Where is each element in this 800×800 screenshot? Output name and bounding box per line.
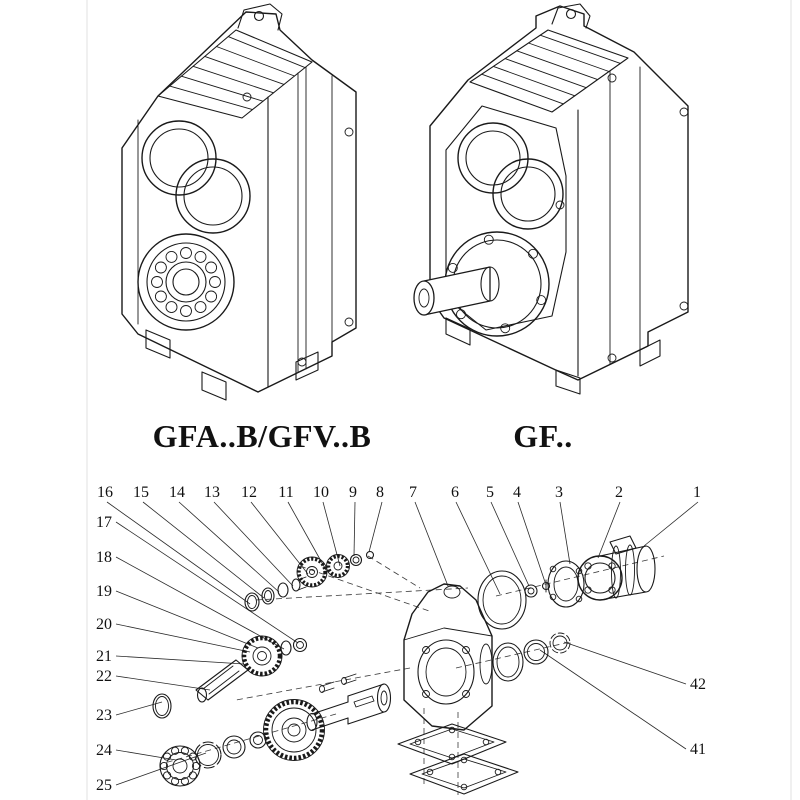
callout-23: 23 [96,707,112,724]
gearbox-gfab-drawing [121,3,357,401]
callout-10: 10 [313,484,329,501]
callout-15: 15 [133,484,149,501]
callout-4: 4 [513,484,521,501]
motor-adapter-flange [547,560,585,608]
model-label-gf: GF.. [513,418,573,454]
callout-2: 2 [615,484,623,501]
callout-3: 3 [555,484,563,501]
callout-17: 17 [96,514,112,531]
output-gear [263,699,325,761]
callout-21: 21 [96,648,112,665]
housing-bolt [297,357,307,367]
retaining-ring [152,693,172,719]
callout-25: 25 [96,777,112,794]
housing-bolt [679,301,689,311]
output-shaft-exploded [306,683,392,732]
snap-ring [194,741,222,769]
intermediate-gear-set [241,635,308,677]
oil-plug [253,10,265,22]
cooling-fins [481,34,621,105]
oil-plug-boss [237,3,283,31]
output-washers [222,731,267,759]
output-bearing [137,233,235,331]
callout-13: 13 [204,484,220,501]
small-pins [319,673,357,693]
leader-lines [106,501,699,786]
callout-7: 7 [409,484,417,501]
callouts-top-row: 16 15 14 13 12 11 10 9 8 7 6 5 4 3 2 1 [97,484,701,501]
callout-20: 20 [96,616,112,633]
housing-bolt [242,92,252,102]
housing-bolt [607,73,617,83]
oil-plug [565,8,577,20]
exploded-housing [403,583,493,731]
output-seal-rings [492,632,571,682]
mounting-feet [145,329,319,401]
motor [577,535,656,601]
keyway [353,695,375,708]
model-label-gfab: GFA..B/GFV..B [153,418,372,454]
input-washer-set [244,576,307,612]
output-bearing-exploded [159,745,201,787]
mounting-feet [445,317,661,395]
callout-1: 1 [693,484,701,501]
housing-bolt [344,317,354,327]
housing-bolt [344,127,354,137]
cooling-fins [169,36,306,111]
bore-bosses [141,120,251,234]
terminal-box [609,535,637,555]
callouts-right-column: 42 41 [690,676,706,758]
assembly-axis-lines [167,555,665,795]
callout-12: 12 [241,484,257,501]
callout-18: 18 [96,549,112,566]
housing-bolt [607,353,617,363]
input-gear-set [296,550,375,588]
cover-plates [397,723,519,795]
callout-24: 24 [96,742,112,759]
callout-41: 41 [690,741,706,758]
gearbox-gf-drawing [413,3,689,395]
callouts-left-column: 17 18 19 20 21 22 23 24 25 [96,514,112,794]
callout-9: 9 [349,484,357,501]
callout-22: 22 [96,668,112,685]
callout-8: 8 [376,484,384,501]
callout-5: 5 [486,484,494,501]
exploded-view: 16 15 14 13 12 11 10 9 8 7 6 5 4 3 2 1 1… [96,484,706,795]
small-seal-and-bolt [524,579,551,598]
callout-14: 14 [169,484,185,501]
callout-16: 16 [97,484,113,501]
callout-11: 11 [278,484,293,501]
callout-19: 19 [96,583,112,600]
bore-bosses [457,122,564,230]
spline-pinion-shaft [195,659,249,703]
callout-6: 6 [451,484,459,501]
oil-plug-boss [551,3,591,29]
output-shaft [413,266,500,316]
input-cover-gasket [477,570,527,630]
callout-42: 42 [690,676,706,693]
front-plate [445,105,567,331]
housing-bolt [679,107,689,117]
